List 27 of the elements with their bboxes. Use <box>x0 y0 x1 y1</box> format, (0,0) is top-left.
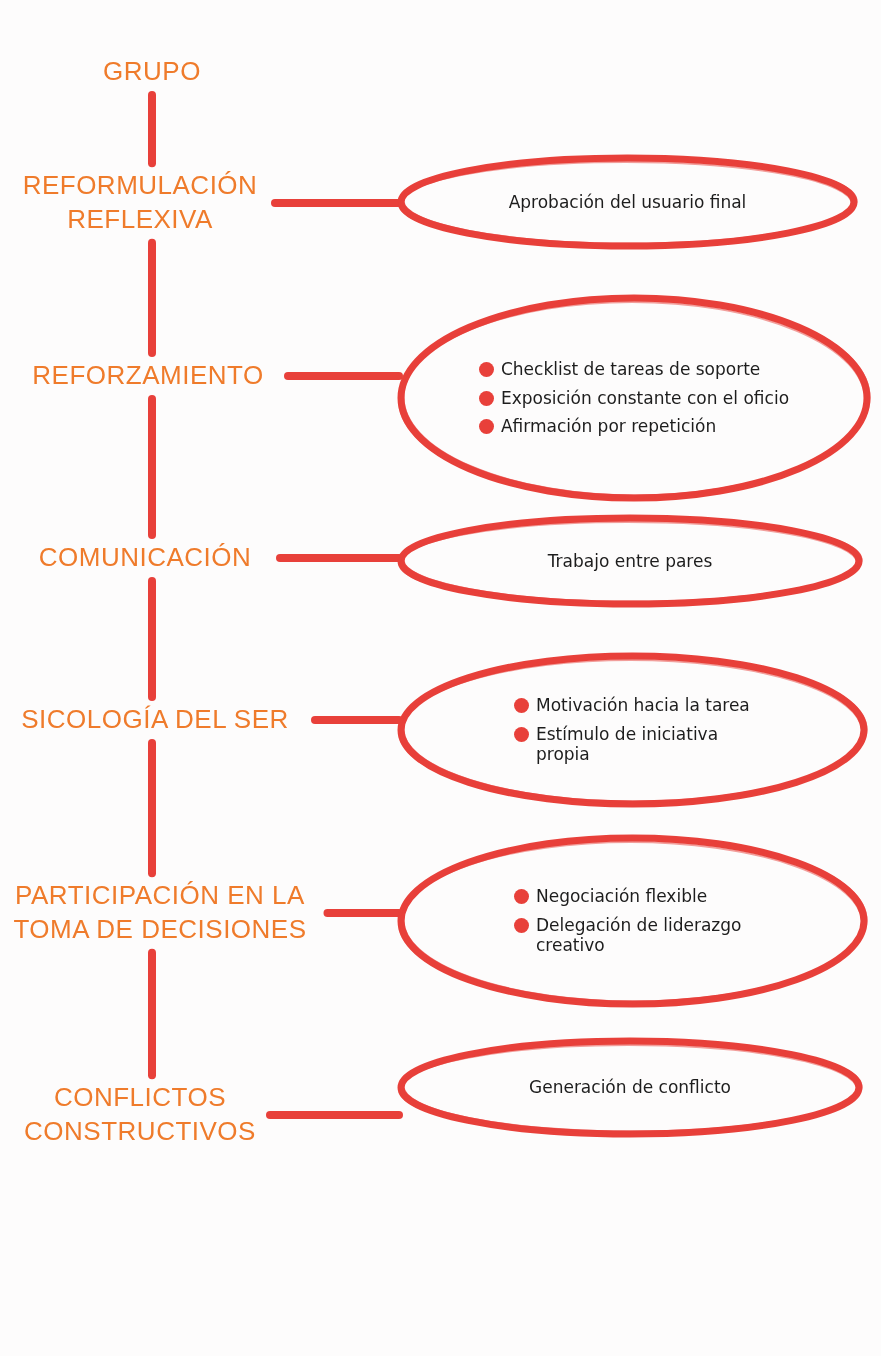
category-heading: REFORZAMIENTO <box>18 359 278 393</box>
connector-line <box>284 372 403 380</box>
item-text: Generación de conflicto <box>529 1077 731 1098</box>
category-heading: PARTICIPACIÓN EN LA TOMA DE DECISIONES <box>2 879 318 947</box>
connector-line <box>148 576 156 702</box>
connector-line <box>148 738 156 878</box>
item-text: Afirmación por repetición <box>500 416 717 437</box>
category-heading: CONFLICTOS CONSTRUCTIVOS <box>20 1081 260 1149</box>
item-text: Trabajo entre pares <box>547 550 713 572</box>
item-text: Delegación de liderazgo creativo <box>536 914 743 956</box>
item-text: Exposición constante con el oficio <box>500 387 790 409</box>
item-text: Motivación hacia la tarea <box>536 695 750 716</box>
item-text: Negociación flexible <box>536 886 708 907</box>
item-text: Aprobación del usuario final <box>508 191 747 213</box>
category-heading: REFORMULACIÓN REFLEXIVA <box>15 169 265 237</box>
connector-line <box>148 238 156 358</box>
connector-line <box>148 90 156 168</box>
category-heading: SICOLOGÍA DEL SER <box>5 703 305 737</box>
connector-line <box>148 948 156 1080</box>
item-text: Checklist de tareas de soporte <box>500 359 761 380</box>
connector-line <box>311 716 403 724</box>
connector-line <box>323 909 403 917</box>
item-text: Estímulo de iniciativa propia <box>536 723 720 765</box>
connector-line <box>266 1111 403 1119</box>
category-heading: GRUPO <box>52 55 252 89</box>
connector-line <box>148 394 156 540</box>
category-heading: COMUNICACIÓN <box>20 541 270 575</box>
